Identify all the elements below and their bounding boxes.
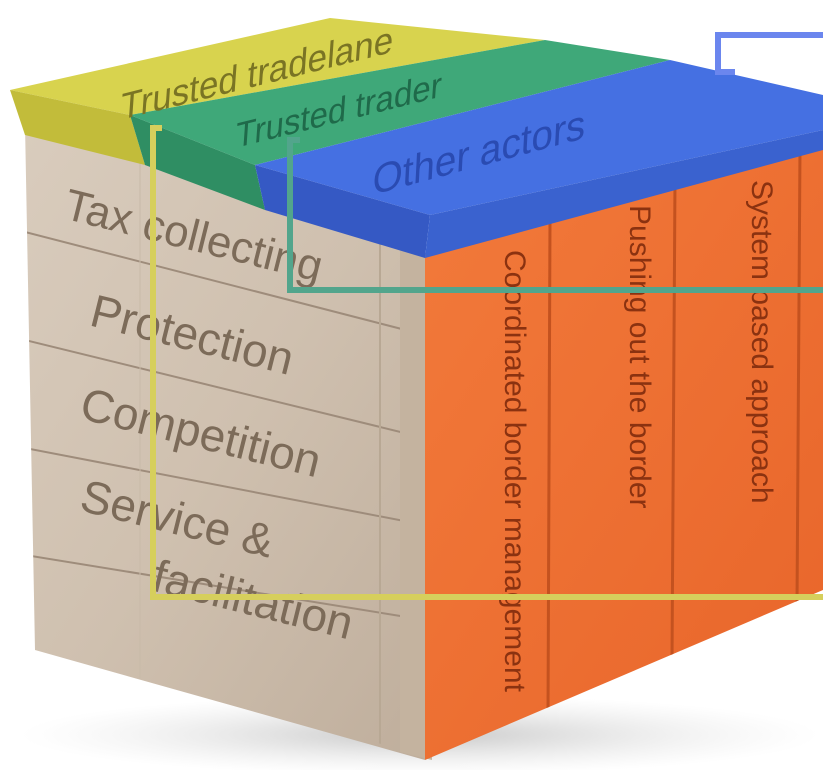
bracket-blue xyxy=(715,32,823,75)
top-beam-green xyxy=(130,40,670,165)
top-beam-yellow xyxy=(10,18,545,115)
right-face xyxy=(425,140,823,760)
right-face-planks xyxy=(546,147,802,716)
top-beam-blue-side xyxy=(255,165,430,258)
left-face xyxy=(25,125,425,760)
top-beam-blue-front xyxy=(425,130,823,258)
top-beams xyxy=(10,18,823,258)
left-face-planks xyxy=(25,160,426,760)
right-label-pushing-out: Pushing out the border xyxy=(623,205,656,509)
bracket-yellow xyxy=(150,125,823,600)
top-beam-yellow-side xyxy=(10,90,145,165)
right-label-system-based: System based approach xyxy=(745,180,778,504)
right-label-col1: Coordinated border management xyxy=(498,250,531,693)
right-label-coordinated-border: Coordinated border management xyxy=(498,250,531,693)
right-label-col2: Pushing out the border xyxy=(623,205,656,509)
bracket-green xyxy=(287,137,823,293)
right-face-labels: Coordinated border management Pushing ou… xyxy=(498,180,778,693)
right-label-col3: System based approach xyxy=(745,180,778,504)
corner-post xyxy=(400,250,432,760)
top-beam-green-side xyxy=(130,115,265,210)
top-beam-blue xyxy=(255,60,823,215)
